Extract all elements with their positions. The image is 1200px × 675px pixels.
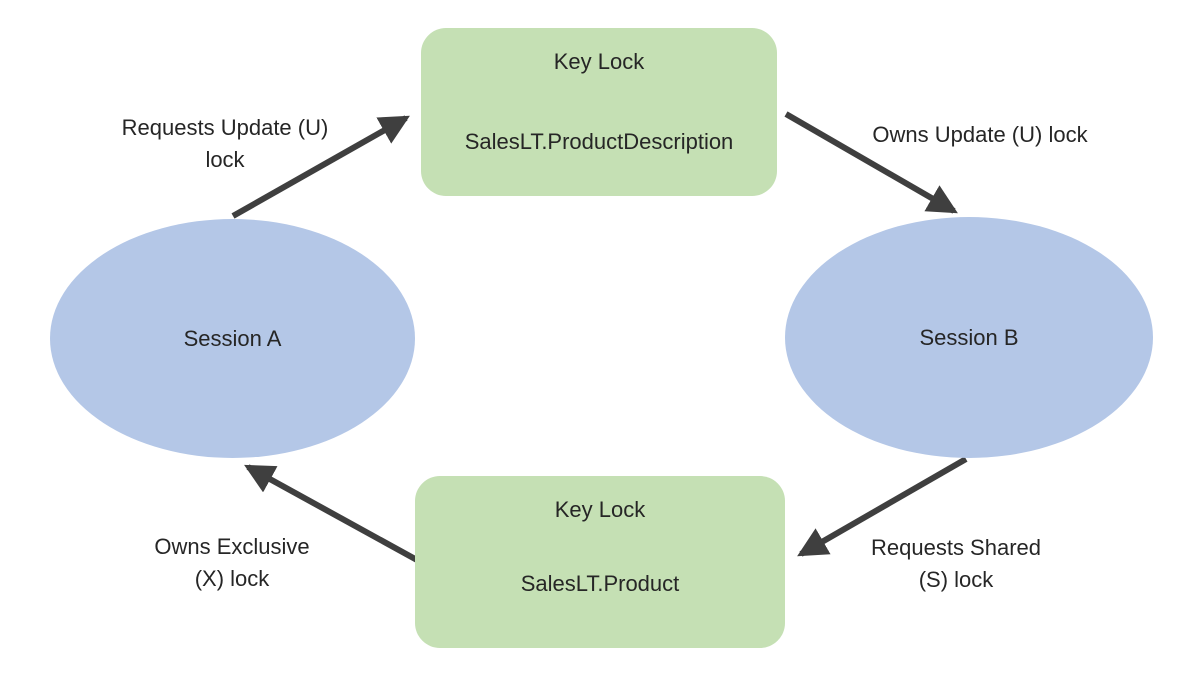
session-a-label: Session A bbox=[183, 325, 282, 351]
lock-top-title: Key Lock bbox=[553, 49, 645, 74]
lock-top-resource: SalesLT.ProductDescription bbox=[464, 129, 734, 154]
session-b-label: Session B bbox=[919, 324, 1019, 350]
arrow-session-a-to-lock-top bbox=[231, 115, 410, 219]
arrow-lock-top-to-session-b bbox=[784, 111, 958, 214]
arrow-session-b-to-lock-bottom bbox=[797, 456, 968, 557]
lock-bottom-resource: SalesLT.Product bbox=[520, 571, 680, 596]
edge-label-owns-exclusive-lock: Owns Exclusive (X) lock bbox=[154, 534, 310, 591]
arrow-lock-bottom-to-session-a bbox=[244, 464, 419, 563]
node-lock-top: Key Lock SalesLT.ProductDescription bbox=[421, 28, 777, 196]
node-session-b: Session B bbox=[785, 217, 1153, 458]
edge-label-owns-update-lock: Owns Update (U) lock bbox=[872, 122, 1088, 147]
node-lock-bottom: Key Lock SalesLT.Product bbox=[415, 476, 785, 648]
edge-label-requests-shared-lock: Requests Shared (S) lock bbox=[871, 535, 1041, 592]
edge-label-requests-update-lock: Requests Update (U) lock bbox=[121, 115, 329, 172]
node-session-a: Session A bbox=[50, 219, 415, 458]
lock-bottom-title: Key Lock bbox=[554, 497, 646, 522]
